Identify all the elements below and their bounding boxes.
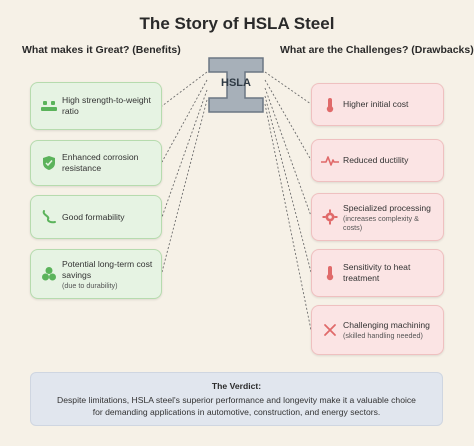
thermometer-icon bbox=[317, 265, 343, 281]
drawback-label: Challenging machining bbox=[343, 320, 430, 330]
drawback-note: (skilled handling needed) bbox=[343, 331, 423, 340]
drawback-card-4: Sensitivity to heat treatment bbox=[311, 249, 444, 297]
connector-benefit-1 bbox=[161, 71, 208, 107]
verdict-box: The Verdict: Despite limitations, HSLA s… bbox=[30, 372, 443, 426]
drawback-card-1: Higher initial cost bbox=[311, 83, 444, 126]
connector-benefit-4 bbox=[161, 99, 208, 273]
connector-drawback-2 bbox=[264, 79, 312, 161]
benefits-heading: What makes it Great? (Benefits) bbox=[22, 44, 181, 56]
drawback-label: Sensitivity to heat treatment bbox=[343, 262, 411, 283]
connector-benefit-2 bbox=[161, 79, 208, 163]
drawback-card-2: Reduced ductility bbox=[311, 139, 444, 182]
thermometer-icon bbox=[317, 97, 343, 113]
drawback-card-5: Challenging machining(skilled handling n… bbox=[311, 305, 444, 355]
drawback-card-3: Specialized processing(increases complex… bbox=[311, 193, 444, 241]
benefit-card-1: High strength-to-weight ratio bbox=[30, 82, 162, 130]
benefit-label: Enhanced corrosion resistance bbox=[62, 152, 139, 173]
drawback-label: Higher initial cost bbox=[343, 99, 409, 109]
i-beam-icon bbox=[208, 57, 264, 113]
diagram-title: The Story of HSLA Steel bbox=[139, 14, 335, 33]
connector-drawback-4 bbox=[264, 95, 312, 273]
weights-icon bbox=[36, 99, 62, 113]
verdict-title: The Verdict: bbox=[211, 381, 262, 391]
coins-icon bbox=[36, 266, 62, 282]
heartbeat-icon bbox=[317, 155, 343, 167]
benefit-label: Good formability bbox=[62, 211, 125, 222]
drawbacks-heading: What are the Challenges? (Drawbacks) bbox=[280, 44, 474, 56]
connector-benefit-3 bbox=[161, 89, 208, 218]
curve-icon bbox=[36, 209, 62, 225]
connector-drawback-3 bbox=[264, 87, 312, 217]
drawback-label: Specialized processing bbox=[343, 202, 431, 213]
benefit-card-3: Good formability bbox=[30, 195, 162, 239]
drawback-label: Reduced ductility bbox=[343, 155, 409, 165]
benefit-note: (due to durability) bbox=[62, 280, 118, 290]
gear-icon bbox=[317, 209, 343, 225]
benefit-label: Potential long-term cost savings bbox=[62, 258, 153, 280]
benefit-label: High strength-to-weight ratio bbox=[62, 95, 151, 116]
connector-drawback-1 bbox=[264, 71, 312, 105]
x-icon bbox=[317, 323, 343, 337]
connector-drawback-5 bbox=[264, 103, 312, 331]
benefit-card-2: Enhanced corrosion resistance bbox=[30, 140, 162, 186]
verdict-body: Despite limitations, HSLA steel's superi… bbox=[57, 395, 416, 417]
benefit-card-4: Potential long-term cost savings(due to … bbox=[30, 249, 162, 299]
drawback-note: (increases complexity & costs) bbox=[343, 213, 419, 232]
shield-check-icon bbox=[36, 155, 62, 171]
center-label: HSLA bbox=[221, 77, 251, 89]
